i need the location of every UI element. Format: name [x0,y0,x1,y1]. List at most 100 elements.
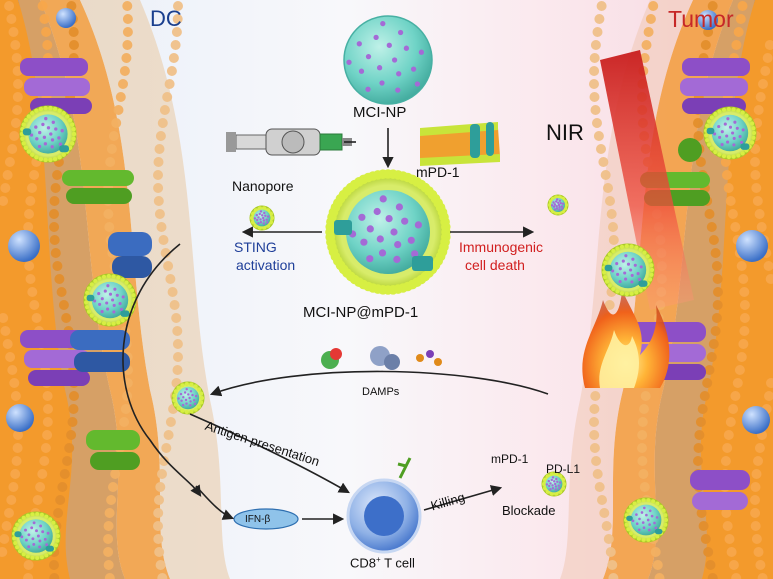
lipid-head [0,196,9,206]
lipid-head [750,495,760,505]
lipid-head [165,417,176,427]
lipid-head [598,157,609,167]
nanopore-label: Nanopore [232,178,294,194]
lipid-head [103,560,114,570]
lipid-head [27,183,37,193]
t-cell-icon [346,457,422,554]
lipid-head [68,27,79,37]
lipid-head [706,222,717,232]
lipid-head [589,66,600,76]
lipid-head [4,1,15,11]
lipid-head [52,261,63,271]
lipid-head [153,521,163,531]
lipid-head [645,14,656,24]
lipid-head [764,391,773,401]
lipid-head [720,456,731,466]
lipid-head [164,79,175,89]
lipid-head [731,40,742,50]
lipid-head [735,14,746,24]
lipid-head [153,196,164,206]
lipid-head [172,14,183,24]
lipid-head [106,144,117,154]
lipid-head [712,274,723,284]
lipid-head [592,469,603,479]
lipid-head [153,170,163,180]
lipid-head [49,196,60,206]
lipid-head [608,222,618,232]
lipid-head [171,27,182,37]
lipid-head [728,560,739,570]
lipid-head [104,222,115,232]
lipid-head [163,430,174,440]
lipid-head [708,339,719,349]
fire-icon [582,290,670,388]
lipid-head [69,40,79,50]
lipid-head [594,14,605,24]
lipid-head [722,170,732,180]
lipid-head [42,430,53,440]
lipid-head [110,469,121,479]
lipid-head [56,287,67,297]
lipid-head [122,40,133,50]
lipid-head [643,27,654,37]
tumor-label: Tumor [668,6,734,32]
lipid-head [108,482,118,492]
lipid-head [764,40,773,50]
lipid-head [69,391,79,401]
lipid-head [7,365,18,375]
arrow-damps [209,370,549,397]
mpd1-blockade-label: mPD-1 [491,452,529,466]
lipid-head [122,14,133,24]
lipid-head [154,547,165,557]
lipid-head [762,53,773,63]
lipid-head [694,430,705,440]
lipid-head [704,365,715,375]
lipid-head [604,300,615,310]
lipid-head [165,274,176,284]
lipid-head [50,183,61,193]
lipid-head [111,118,122,128]
lipid-head [739,300,750,310]
lipid-head [0,547,8,557]
lipid-head [589,53,600,63]
lipid-head [39,456,50,466]
lipid-head [0,313,9,323]
lipid-head [173,1,183,11]
lipid-head [57,482,68,492]
lipid-head [156,222,167,232]
lipid-head [760,66,771,76]
lipid-head [608,235,619,245]
lipid-head [707,573,718,579]
lipid-head [31,313,42,323]
lipid-head [696,508,707,518]
arrow-to-ifn [195,485,235,520]
lipid-head [24,261,35,271]
lipid-head [733,27,744,37]
lipid-head [712,300,723,310]
lipid-head [589,404,600,414]
lipid-head [25,274,36,284]
lipid-head [35,482,46,492]
lipid-head [157,118,168,128]
cell-death-label: cell death [465,257,525,273]
lipid-head [106,495,117,505]
lipid-head [750,482,761,492]
lipid-head [601,521,612,531]
lipid-head [753,105,764,115]
lipid-head [6,495,17,505]
nanoparticle [703,106,757,160]
lipid-head [157,469,167,479]
lipid-head [693,443,704,453]
lipid-head [119,66,130,76]
lipid-head [763,261,773,271]
nanoparticle [11,511,61,561]
lipid-head [155,131,166,141]
lipid-head [722,443,733,453]
nanoparticle [325,169,451,295]
lipid-head [157,573,168,579]
lipid-head [13,79,23,89]
lipid-head [738,339,749,349]
lipid-head [594,482,605,492]
pdl1-label: PD-L1 [546,462,581,476]
